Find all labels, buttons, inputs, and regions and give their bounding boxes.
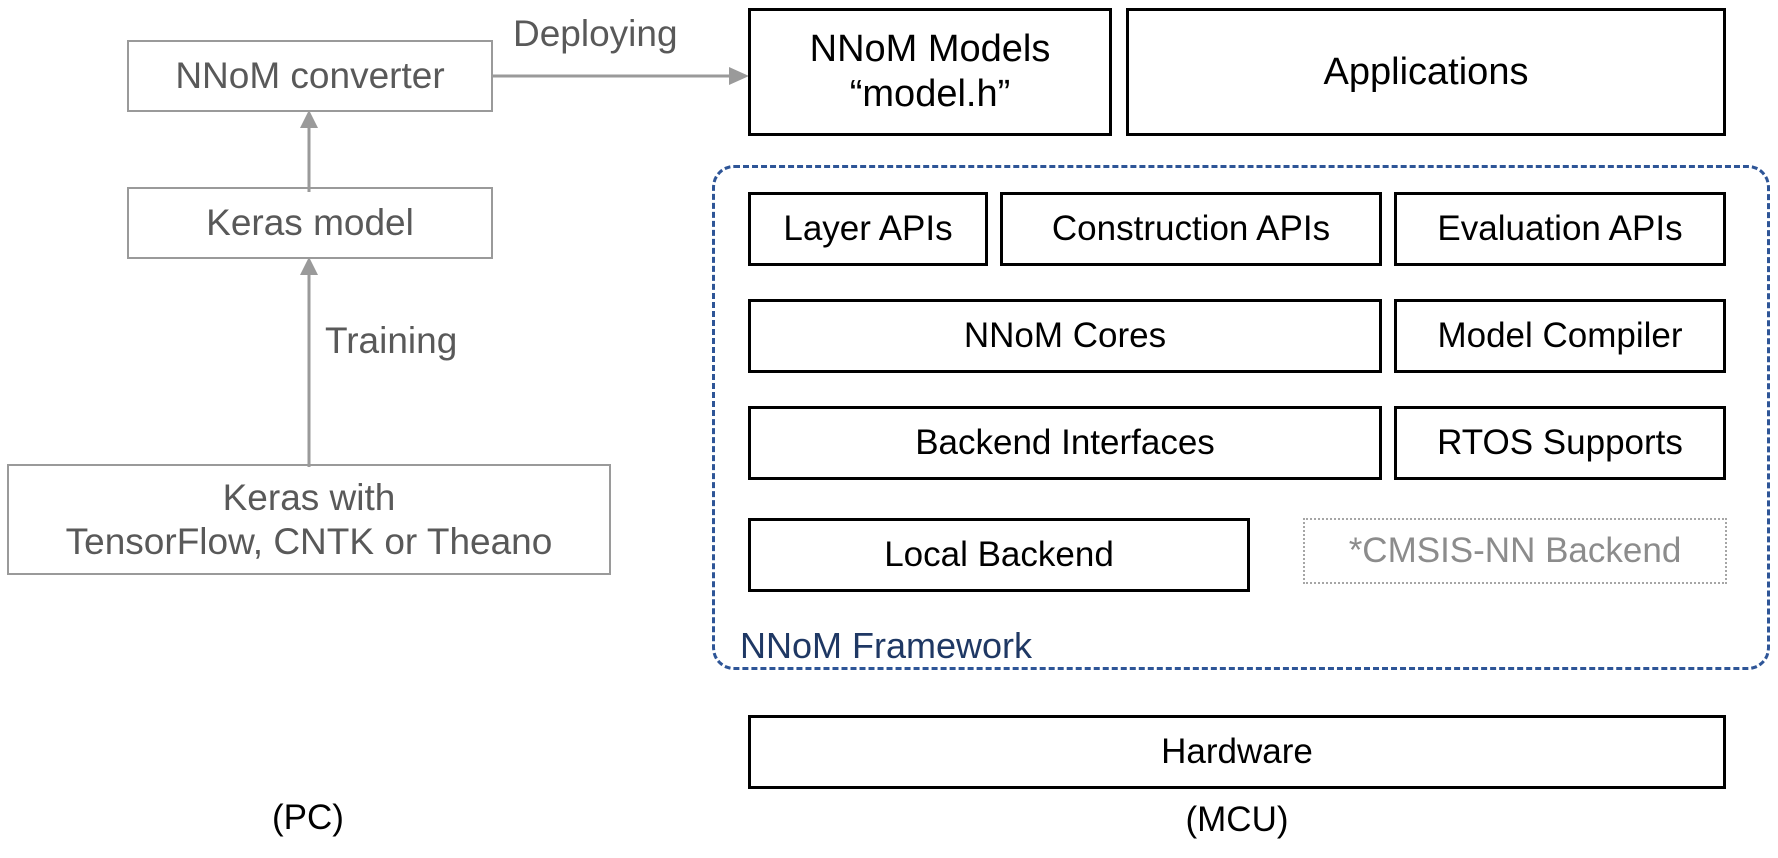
label-text: Deploying <box>513 13 678 54</box>
arrow-training <box>300 257 318 467</box>
arrow-keras-model-to-converter <box>300 110 318 192</box>
box-label-line2: “model.h” <box>849 73 1011 115</box>
box-label: Applications <box>1323 50 1529 93</box>
arrow-label-training: Training <box>325 320 457 362</box>
box-rtos-supports: RTOS Supports <box>1394 406 1726 480</box>
pc-footer-label: (PC) <box>0 798 616 838</box>
box-evaluation-apis: Evaluation APIs <box>1394 192 1726 266</box>
box-label: Backend Interfaces <box>915 423 1215 463</box>
box-keras-model: Keras model <box>127 187 493 259</box>
label-text: (MCU) <box>1185 800 1289 839</box>
box-label: RTOS Supports <box>1437 423 1683 463</box>
arrow-label-deploying: Deploying <box>513 13 678 55</box>
arrow-deploying <box>493 67 749 85</box>
box-cmsis-nn-backend: *CMSIS-NN Backend <box>1303 518 1727 584</box>
box-label: NNoM Cores <box>963 316 1167 356</box>
box-label: Model Compiler <box>1437 316 1683 356</box>
box-label: Keras model <box>206 202 414 244</box>
box-applications: Applications <box>1126 8 1726 136</box>
box-label-line2: TensorFlow, CNTK or Theano <box>65 520 553 562</box>
box-nnom-converter: NNoM converter <box>127 40 493 112</box>
box-model-compiler: Model Compiler <box>1394 299 1726 373</box>
box-label: Evaluation APIs <box>1437 209 1683 249</box>
box-construction-apis: Construction APIs <box>1000 192 1382 266</box>
box-hardware: Hardware <box>748 715 1726 789</box>
box-label: Layer APIs <box>783 209 953 249</box>
box-local-backend: Local Backend <box>748 518 1250 592</box>
box-label: Construction APIs <box>1051 209 1331 249</box>
box-label: NNoM converter <box>175 55 445 97</box>
box-label-line1: Keras with <box>222 476 396 518</box>
box-nnom-models: NNoM Models “model.h” <box>748 8 1112 136</box>
box-backend-interfaces: Backend Interfaces <box>748 406 1382 480</box>
label-text: Training <box>325 320 458 361</box>
label-text: (PC) <box>272 798 344 837</box>
framework-label: NNoM Framework <box>740 625 1032 667</box>
box-keras-backends: Keras with TensorFlow, CNTK or Theano <box>7 464 611 575</box>
box-label: *CMSIS-NN Backend <box>1348 531 1682 571</box>
nnom-framework-container <box>712 165 1770 670</box>
box-nnom-cores: NNoM Cores <box>748 299 1382 373</box>
mcu-footer-label: (MCU) <box>748 800 1726 840</box>
box-label-line1: NNoM Models <box>809 28 1051 71</box>
box-label: Local Backend <box>884 535 1114 575</box>
label-text: NNoM Framework <box>740 625 1033 666</box>
box-layer-apis: Layer APIs <box>748 192 988 266</box>
box-label: Hardware <box>1161 732 1313 772</box>
